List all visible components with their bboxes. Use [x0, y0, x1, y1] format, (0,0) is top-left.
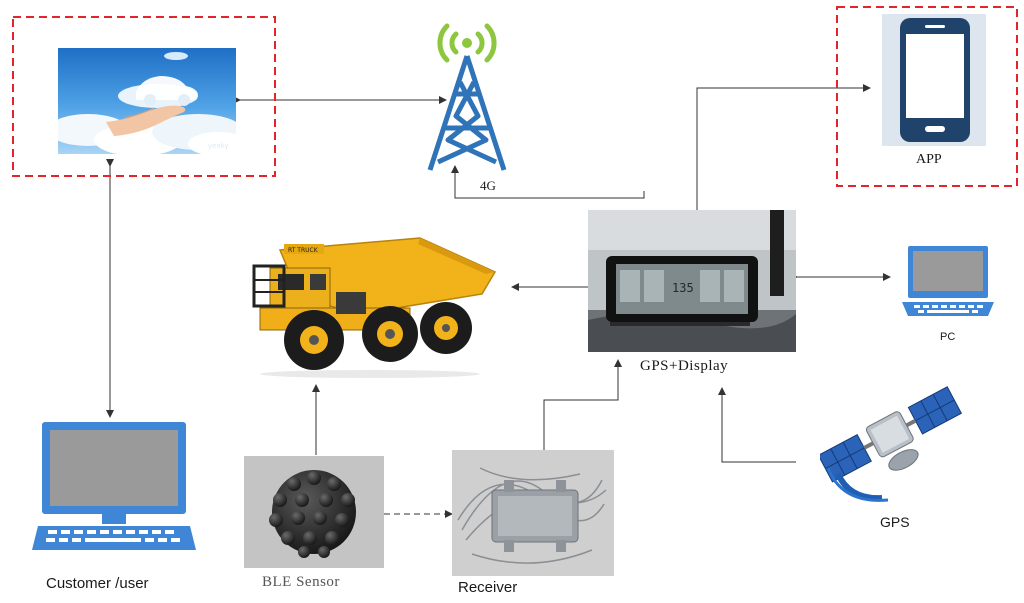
truck-wheels: [284, 302, 472, 370]
4g-label: 4G: [480, 178, 496, 193]
gps-satellite-icon: [820, 386, 963, 502]
customer-computer-icon: [32, 422, 196, 550]
display-app-link: [696, 84, 871, 210]
pc-label: PC: [940, 331, 956, 343]
app-label: APP: [916, 152, 942, 167]
svg-text:yeeky: yeeky: [208, 142, 229, 150]
gps-display-label: GPS+Display: [640, 358, 729, 374]
cell-tower-icon: [427, 23, 507, 171]
cloud-car-image: yeeky: [58, 48, 236, 154]
customer-label: Customer /user: [46, 575, 149, 592]
pc-laptop-icon: [902, 246, 994, 316]
truck-badge: RT TRUCK: [288, 247, 319, 254]
ble-sensor-image: [244, 456, 384, 568]
receiver-label: Receiver: [458, 579, 518, 596]
gps-display-device-image: 135: [588, 210, 796, 352]
mining-truck-image: RT TRUCK: [252, 237, 497, 378]
display-readout: 135: [672, 281, 694, 295]
receiver-image: [452, 450, 614, 576]
cloud-platform-box: [12, 16, 276, 177]
receiver-display-link: [543, 359, 622, 450]
gps-label: GPS: [880, 514, 910, 530]
smartphone-icon: [882, 14, 986, 146]
display-4g-link: [451, 165, 645, 199]
gps-display-link: [718, 387, 796, 463]
ble-sensor-label: BLE Sensor: [262, 574, 340, 590]
app-box: [836, 6, 1018, 187]
